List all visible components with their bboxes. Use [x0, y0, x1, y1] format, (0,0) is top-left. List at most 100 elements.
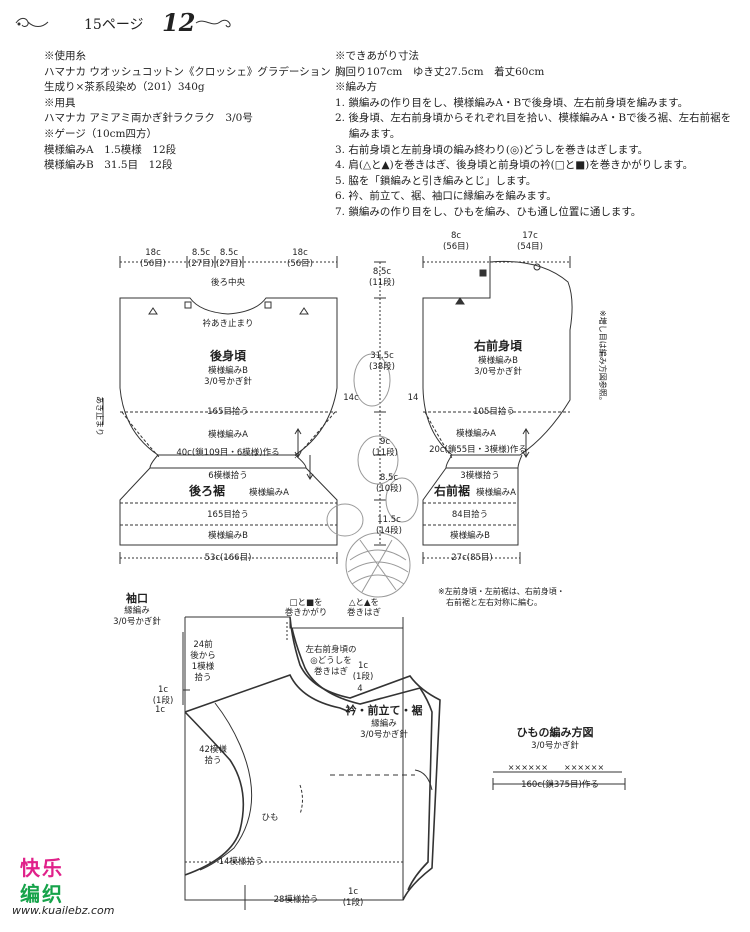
cactus-yarn-icon — [326, 353, 419, 598]
front-bottom-width: 27c(85目) — [451, 553, 492, 563]
back-pick-2: 6模様拾う — [208, 470, 247, 481]
step-line: 6. 衿、前立て、裾、袖口に縁編みを編みます。 — [335, 190, 557, 203]
armhole-stop-label: あき止まり — [95, 396, 105, 436]
back-width-2-stitches: (27目) — [188, 259, 214, 269]
triangle-note-2: 巻きはぎ — [347, 607, 382, 618]
watermark-line-1: 快乐 — [20, 856, 64, 880]
back-chain-note: 40c(鎖109目・6模様)作る — [176, 447, 279, 458]
front-chain-note: 20c(鎖55目・3模様)作る — [429, 444, 527, 455]
front-join-2: ◎どうしを — [310, 656, 351, 666]
front-hem-title: 右前裾 — [433, 483, 470, 498]
cuff-1c: 1c — [158, 685, 168, 695]
tools-line: ハマナカ アミアミ両かぎ針ラクラク 3/0号 — [44, 112, 253, 125]
back-pattern-b: 模様編みB — [208, 530, 248, 541]
cord-length: 160c(鎖375目)作る — [521, 779, 599, 790]
triangle-note: △と▲を — [349, 598, 379, 608]
back-body-title: 後身頃 — [210, 348, 247, 363]
front-body-labels: 8c (56目) 17c (54目) 右前身頃 模様編みB 3/0号かぎ針 10… — [429, 231, 608, 607]
cord-diagram — [492, 771, 626, 790]
pick-14: 14模様拾う — [219, 856, 264, 867]
pick-28: 28模様拾う — [274, 894, 319, 905]
vertical-5-rows: (10段) — [376, 483, 402, 494]
yarn-line: ハマナカ ウオッシュコットン《クロッシェ》グラデーション — [44, 65, 331, 78]
flourish-ornament-icon — [15, 17, 49, 27]
front-width-1-stitches: (56目) — [443, 242, 469, 252]
back-width-4: 18c — [292, 248, 308, 258]
collar-stop-label: 衿あき止まり — [202, 318, 253, 329]
himo-label: ひも — [261, 813, 278, 823]
page-reference: 15ページ — [84, 17, 144, 33]
back-pattern-a: 模様編みA — [208, 429, 248, 440]
back-width-3: 8.5c — [220, 248, 239, 258]
step-line: 7. 鎖編みの作り目をし、ひもを編み、ひも通し位置に通します。 — [335, 205, 642, 218]
back-center-label: 後ろ中央 — [211, 277, 246, 288]
back-width-2: 8.5c — [192, 248, 211, 258]
front-pick-3: 84目拾う — [452, 509, 488, 520]
front-pick-1: 105目拾う — [473, 406, 515, 417]
back-body-labels: 18c (56目) 8.5c (27目) 8.5c (27目) 18c (56目… — [95, 248, 313, 563]
cord-title: ひもの編み方図 — [517, 725, 594, 739]
back-body-outline — [102, 256, 338, 564]
back-body-pattern: 模様編みB — [208, 365, 248, 376]
pick-42-b: 拾う — [204, 755, 221, 766]
flourish-ornament-icon — [195, 19, 231, 28]
bottom-1-row: (1段) — [343, 897, 364, 908]
num-4: 4 — [357, 684, 362, 694]
vertical-4: 9c — [380, 437, 390, 447]
front-join-3: 巻きはぎ — [314, 666, 349, 677]
pick-42-a: 42模様 — [199, 744, 227, 755]
cord-labels: ひもの編み方図 3/0号かぎ針 ×××××× ×××××× 160c(鎖375目… — [508, 725, 604, 790]
watermark-line-2: 编织 — [20, 882, 64, 906]
site-watermark: 快乐 编织 www.kuailebz.com — [4, 852, 115, 928]
front-pattern-a: 模様編みA — [456, 428, 496, 439]
cuff-title: 袖口 — [126, 591, 148, 605]
cuff-pattern: 縁編み — [124, 605, 150, 616]
back-pick-1: 165目拾う — [207, 406, 249, 417]
cuff-hook: 3/0号かぎ針 — [113, 616, 161, 627]
band-pattern: 縁編み — [371, 718, 397, 729]
assembly-outline — [182, 616, 441, 910]
yarn-heading: ※使用糸 — [44, 50, 86, 62]
gauge-line: 模様編みB 31.5目 12段 — [44, 159, 173, 172]
bottom-1c: 1c — [348, 887, 358, 897]
back-width-4-stitches: (56目) — [287, 259, 313, 269]
pattern-number: 12 — [162, 8, 196, 37]
step-line: 4. 肩(△と▲)を巻きはぎ、後身頃と前身頃の衿(□と■)を巻きかがりします。 — [335, 159, 694, 172]
increase-note: ※増し目は編み方図参照。 — [598, 310, 608, 405]
front-body-pattern: 模様編みB — [478, 355, 518, 366]
band-1-row: (1段) — [353, 671, 374, 682]
tools-heading: ※用具 — [44, 96, 76, 109]
pick-24-c: 1模様 — [192, 661, 215, 672]
left-front-note-2: 右前裾と左右対称に編む。 — [446, 597, 542, 607]
vertical-2: 31.5c — [370, 351, 394, 361]
vertical-1: 8.5c — [373, 267, 392, 277]
cord-chain: ×××××× ×××××× — [508, 763, 604, 772]
back-hem-title: 後ろ裾 — [189, 483, 225, 498]
step-line: 2. 後身頃、左右前身頃からそれぞれ目を拾い、模様編みA・Bで後ろ裾、左右前裾を — [335, 112, 732, 125]
assembly-labels: 袖口 縁編み 3/0号かぎ針 □と■を 巻きかがり △と▲を 巻きはぎ 24前 … — [113, 591, 422, 908]
step-line: 1. 鎖編みの作り目をし、模様編みA・Bで後身頃、左右前身頃を編みます。 — [335, 96, 689, 109]
front-side-14: 14 — [408, 393, 419, 403]
back-pick-3: 165目拾う — [207, 509, 249, 520]
step-line: 編みます。 — [335, 127, 401, 140]
vertical-1-rows: (11段) — [369, 277, 395, 288]
band-title: 衿・前立て・裾 — [346, 703, 423, 717]
front-body-hook: 3/0号かぎ針 — [474, 366, 522, 377]
vertical-6-rows: (14段) — [376, 525, 402, 536]
front-hem-pattern: 模様編みA — [476, 487, 516, 498]
size-heading: ※できあがり寸法 — [335, 50, 419, 62]
vertical-4-rows: (11段) — [372, 447, 398, 458]
square-note: □と■を — [289, 598, 322, 608]
pick-24-d: 拾う — [194, 672, 211, 683]
back-hem-pattern: 模様編みA — [249, 487, 289, 498]
step-line: 5. 脇を「鎖編みと引き編みとじ」します。 — [335, 174, 537, 187]
band-hook: 3/0号かぎ針 — [360, 729, 408, 740]
yarn-line: 生成り×茶系段染め（201）340g — [44, 81, 205, 94]
back-width-1-stitches: (56目) — [140, 259, 166, 269]
front-pattern-b: 模様編みB — [450, 530, 490, 541]
pick-24-b: 後から — [190, 650, 216, 661]
vertical-5: 8.5c — [380, 473, 399, 483]
vertical-3: 14c — [343, 393, 359, 403]
back-width-3-stitches: (27目) — [216, 259, 242, 269]
front-body-outline — [422, 256, 573, 564]
